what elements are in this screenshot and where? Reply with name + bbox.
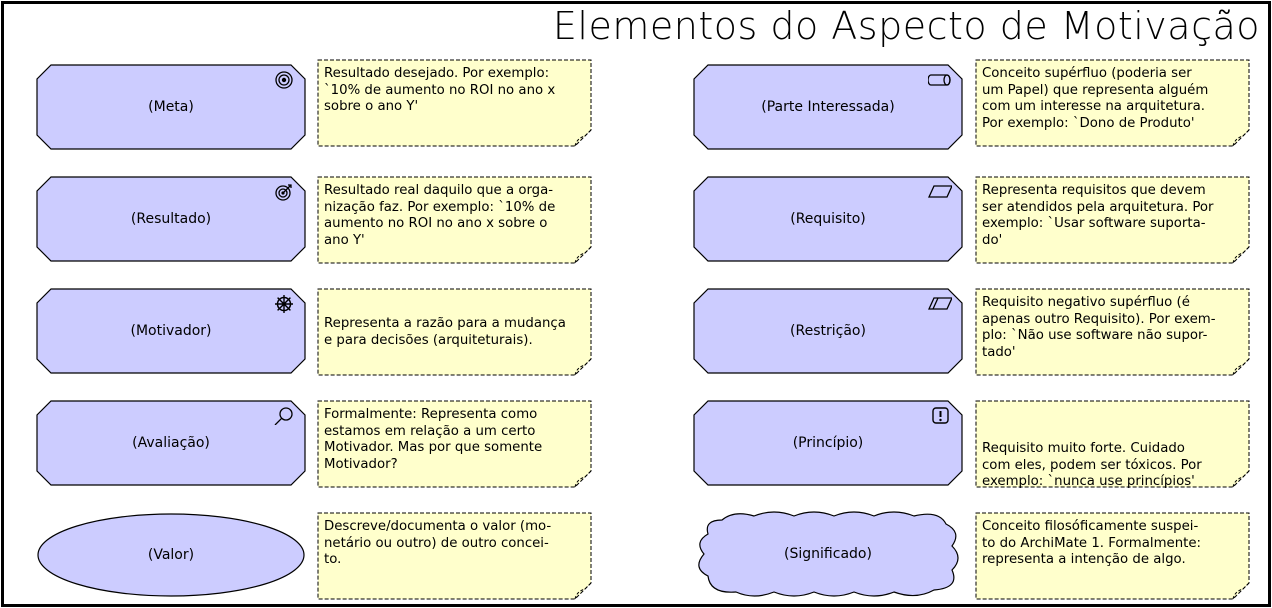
note-shape (975, 288, 1250, 376)
octagon-shape (693, 400, 963, 486)
octagon-shape (36, 288, 306, 374)
ellipse-shape (37, 513, 305, 597)
element-label: (Resultado) (130, 211, 212, 227)
note-parte-interessada: Conceito supérfluo (poderia ser um Papel… (975, 59, 1250, 147)
note-text: Resultado real daquilo que a orga- nizaç… (324, 183, 556, 248)
note-significado: Conceito filosóficamente suspei- to do A… (975, 512, 1250, 600)
element-label: (Significado) (784, 546, 872, 562)
note-shape (317, 59, 592, 147)
note-avaliacao: Formalmente: Representa como estamos em … (317, 400, 592, 488)
element-valor[interactable]: (Valor) (37, 513, 305, 597)
note-text: Requisito muito forte. Cuidado com eles,… (982, 441, 1202, 489)
note-text: Descreve/documenta o valor (mo- netário … (324, 519, 552, 567)
cloud-shape (698, 511, 959, 597)
note-shape (317, 176, 592, 264)
element-label: (Restrição) (790, 323, 866, 339)
element-label: (Meta) (148, 99, 194, 115)
note-shape (317, 400, 592, 488)
octagon-shape (693, 64, 963, 150)
note-motivador: Representa a razão para a mudança e para… (317, 288, 592, 376)
element-avaliacao[interactable]: (Avaliação) (36, 400, 306, 486)
element-label: (Requisito) (790, 211, 866, 227)
octagon-shape (36, 176, 306, 262)
octagon-shape (36, 400, 306, 486)
element-parte-interessada[interactable]: (Parte Interessada) (693, 64, 963, 150)
element-label: (Avaliação) (132, 435, 210, 451)
element-significado[interactable]: (Significado) (694, 510, 962, 598)
note-text: Representa a razão para a mudança e para… (324, 316, 566, 348)
stakeholder-icon (928, 74, 951, 86)
element-principio[interactable]: (Princípio) (693, 400, 963, 486)
note-shape (975, 512, 1250, 600)
note-restricao: Requisito negativo supérfluo (é apenas o… (975, 288, 1250, 376)
outcome-icon (275, 184, 292, 201)
note-shape (317, 512, 592, 600)
element-label: (Valor) (147, 547, 195, 563)
element-resultado[interactable]: (Resultado) (36, 176, 306, 262)
note-shape (317, 288, 592, 376)
note-resultado: Resultado real daquilo que a orga- nizaç… (317, 176, 592, 264)
goal-icon (275, 71, 293, 89)
note-text: Requisito negativo supérfluo (é apenas o… (982, 295, 1216, 360)
requirement-icon (928, 185, 952, 198)
note-text: Formalmente: Representa como estamos em … (324, 407, 543, 472)
octagon-shape (693, 288, 963, 374)
element-label: (Parte Interessada) (761, 99, 895, 115)
element-label: (Motivador) (130, 323, 212, 339)
note-text: Conceito supérfluo (poderia ser um Papel… (982, 66, 1209, 131)
element-label: (Princípio) (792, 435, 864, 451)
note-shape (975, 400, 1250, 488)
driver-icon (275, 295, 293, 313)
element-motivador[interactable]: (Motivador) (36, 288, 306, 374)
octagon-shape (36, 64, 306, 150)
note-valor: Descreve/documenta o valor (mo- netário … (317, 512, 592, 600)
principle-icon (932, 407, 949, 424)
note-text: Resultado desejado. Por exemplo: `10% de… (324, 66, 556, 114)
note-text: Representa requisitos que devem ser aten… (982, 183, 1214, 248)
note-shape (975, 176, 1250, 264)
note-text: Conceito filosóficamente suspei- to do A… (982, 519, 1202, 567)
assessment-icon (274, 407, 293, 425)
note-principio: Requisito muito forte. Cuidado com eles,… (975, 400, 1250, 489)
element-requisito[interactable]: (Requisito) (693, 176, 963, 262)
note-shape (975, 59, 1250, 147)
element-restricao[interactable]: (Restrição) (693, 288, 963, 374)
note-meta: Resultado desejado. Por exemplo: `10% de… (317, 59, 592, 147)
note-requisito: Representa requisitos que devem ser aten… (975, 176, 1250, 264)
octagon-shape (693, 176, 963, 262)
constraint-icon (928, 297, 952, 310)
diagram-title: Elementos do Aspecto de Motivação (552, 4, 1260, 48)
element-meta[interactable]: (Meta) (36, 64, 306, 150)
